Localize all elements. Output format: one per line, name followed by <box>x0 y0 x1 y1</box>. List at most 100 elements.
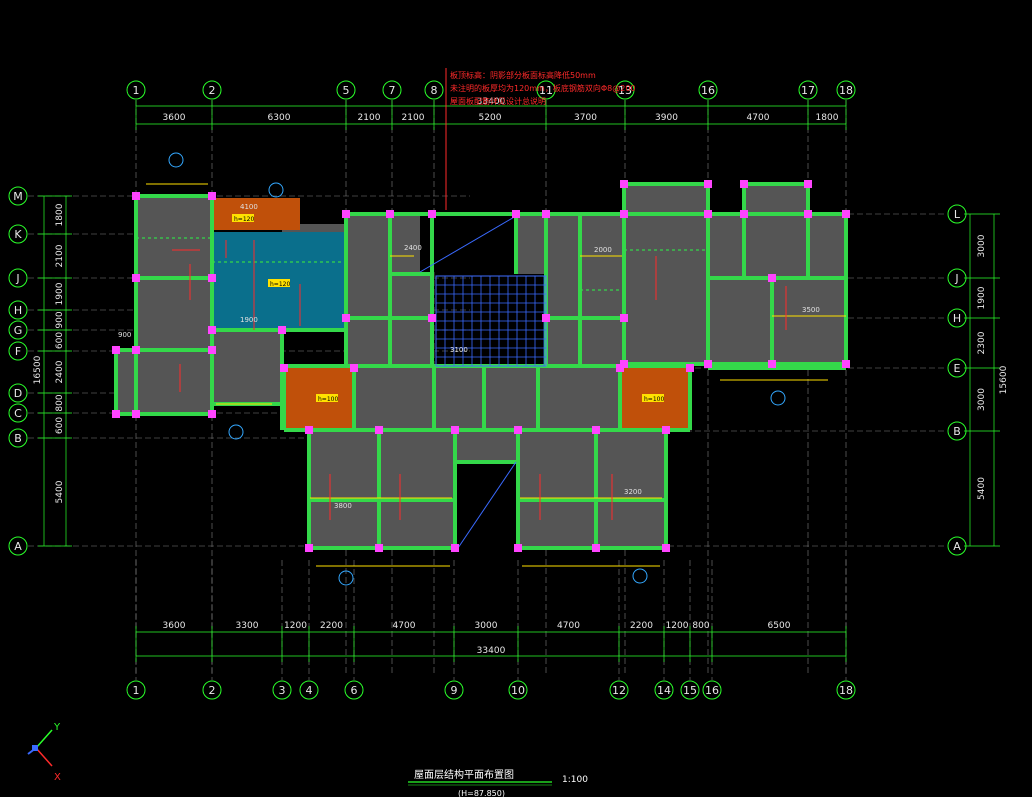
axis-bubble-label: F <box>15 345 21 358</box>
axis-bottom-1: 1 <box>126 680 146 700</box>
axis-bubble-label: L <box>954 208 961 221</box>
axis-bubble-circle <box>444 680 464 700</box>
room-dim-3: 3500 <box>802 306 820 314</box>
axis-bubble-circle <box>336 80 356 100</box>
axis-top-18: 18 <box>836 80 856 100</box>
section-reference-circle <box>168 152 184 168</box>
column <box>280 364 288 372</box>
slab-panel <box>116 350 136 414</box>
column <box>740 180 748 188</box>
dim-top-2: 2100 <box>358 113 381 123</box>
column <box>208 274 216 282</box>
axis-bubble-circle <box>836 80 856 100</box>
axis-bubble-label: C <box>14 407 22 420</box>
dim-right-3: 3000 <box>977 388 987 411</box>
column <box>342 314 350 322</box>
axis-bubble-label: G <box>14 324 23 337</box>
note-line-2: 未注明的板厚均为120mm，板底钢筋双向Φ8@200 <box>450 83 636 93</box>
axis-bubble-circle <box>947 421 967 441</box>
axis-bottom-10: 10 <box>508 680 528 700</box>
axis-bubble-label: M <box>13 190 23 203</box>
slab-panel <box>309 431 379 547</box>
column <box>804 210 812 218</box>
axis-bubble-label: A <box>953 540 961 553</box>
axis-bubble-circle <box>382 80 402 100</box>
dim-bottom-total: 33400 <box>477 646 506 656</box>
slab-panel <box>434 366 484 430</box>
axis-bubble-circle <box>8 383 28 403</box>
axis-bubble-label: 1 <box>133 684 140 697</box>
column <box>208 346 216 354</box>
axis-left-F: F <box>8 341 28 361</box>
axis-bottom-4: 4 <box>299 680 319 700</box>
column <box>768 360 776 368</box>
axis-bubble-label: J <box>15 272 19 285</box>
axis-top-5: 5 <box>336 80 356 100</box>
slab-panel <box>346 214 390 318</box>
slab-panel <box>538 366 618 430</box>
axis-bubble-label: 12 <box>612 684 626 697</box>
axis-bottom-15: 15 <box>680 680 700 700</box>
column <box>842 360 850 368</box>
room-dim-1: 3800 <box>334 502 352 510</box>
column <box>662 544 670 552</box>
column <box>278 326 286 334</box>
ucs-y-label: Y <box>53 722 61 733</box>
axis-bubble-label: B <box>953 425 961 438</box>
axis-bubble-circle <box>344 680 364 700</box>
axis-bubble-label: 9 <box>451 684 458 697</box>
column <box>768 274 776 282</box>
axis-left-M: M <box>8 186 28 206</box>
dim-right-2: 2300 <box>977 331 987 354</box>
dim-left-8: 5400 <box>55 480 65 503</box>
column <box>804 180 812 188</box>
axis-bubble-label: 10 <box>511 684 525 697</box>
axis-bottom-16: 16 <box>702 680 722 700</box>
axis-right-E: E <box>947 358 967 378</box>
axis-bubble-label: 8 <box>431 84 438 97</box>
slab-panel <box>354 366 434 430</box>
column <box>132 274 140 282</box>
column <box>592 426 600 434</box>
axis-left-G: G <box>8 320 28 340</box>
dim-bottom-8: 1200 <box>666 621 689 631</box>
axis-right-A: A <box>947 536 967 556</box>
section-reference-circle <box>268 182 284 198</box>
axis-bubble-label: 17 <box>801 84 815 97</box>
axis-bubble-circle <box>508 680 528 700</box>
axis-left-C: C <box>8 403 28 423</box>
axis-top-13: 13 <box>615 80 635 100</box>
slab-label-2: h=120 <box>270 281 290 288</box>
dim-bottom-7: 2200 <box>630 621 653 631</box>
column <box>704 360 712 368</box>
drawing-scale: 1:100 <box>562 775 588 785</box>
dim-right-total: 15600 <box>999 365 1009 394</box>
slab-panel <box>136 196 212 278</box>
axis-bubble-circle <box>698 80 718 100</box>
axis-bottom-3: 3 <box>272 680 292 700</box>
axis-bubble-circle <box>8 428 28 448</box>
slab-panel <box>136 278 212 350</box>
slab-panel <box>455 431 517 461</box>
axis-bubble-label: D <box>14 387 22 400</box>
axis-bubble-circle <box>8 224 28 244</box>
ucs-icon: Y X <box>27 722 61 783</box>
section-reference-circle <box>228 424 244 440</box>
axis-bubble-circle <box>8 536 28 556</box>
axis-bubble-label: 11 <box>539 84 553 97</box>
slab-panel <box>708 214 744 278</box>
column <box>208 192 216 200</box>
slab-panel <box>596 431 666 547</box>
axis-bubble-circle <box>536 80 556 100</box>
column <box>132 410 140 418</box>
axis-bubble-circle <box>680 680 700 700</box>
axis-left-H: H <box>8 300 28 320</box>
section-reference-circle <box>770 390 786 406</box>
column <box>662 426 670 434</box>
dim-left-1: 2100 <box>55 244 65 267</box>
dim-top-4: 5200 <box>479 113 502 123</box>
axis-top-11: 11 <box>536 80 556 100</box>
axis-bubble-circle <box>8 186 28 206</box>
column <box>451 544 459 552</box>
